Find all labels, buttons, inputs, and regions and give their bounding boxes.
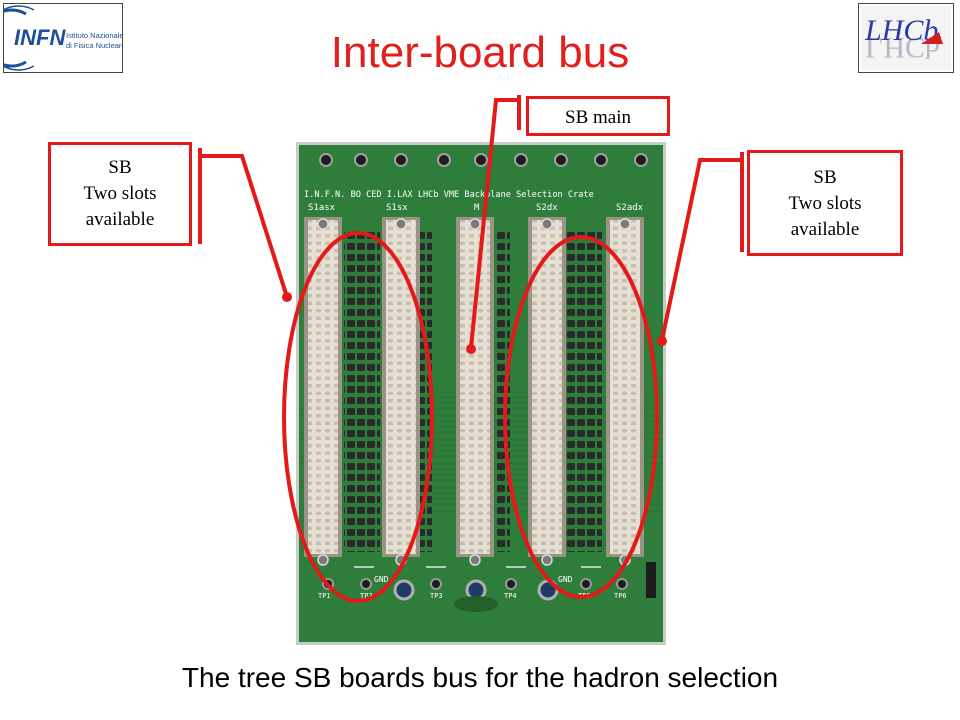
callout-right-sb: SB Two slots available xyxy=(747,150,903,256)
svg-text:LHCb: LHCb xyxy=(865,31,940,64)
tp-label-1: TP1 xyxy=(318,592,331,600)
callout-right-line3: available xyxy=(790,219,860,240)
slot-label-4: S2dx xyxy=(536,203,558,213)
gnd-label-2: GND xyxy=(558,575,573,584)
left-callout-leader xyxy=(200,154,289,298)
callout-left-sb: SB Two slots available xyxy=(48,142,192,246)
tp-label-6: TP6 xyxy=(614,592,627,600)
backplane-board-photo: I.N.F.N. BO CED I.LAX LHCb VME Backplane… xyxy=(296,142,666,645)
slide-caption: The tree SB boards bus for the hadron se… xyxy=(181,662,779,693)
slot-label-2: S1sx xyxy=(386,203,408,213)
tp-label-4: TP4 xyxy=(504,592,517,600)
callout-sb-main: SB main xyxy=(526,96,670,136)
infn-logo: INFN Istituto Nazionale di Fisica Nuclea… xyxy=(0,3,126,73)
slide-title: Inter-board bus xyxy=(330,28,630,77)
infn-logo-text: INFN xyxy=(14,25,66,50)
slot-label-1: S1asx xyxy=(308,203,336,213)
gnd-label-1: GND xyxy=(374,575,389,584)
callout-left-line2: Two slots xyxy=(83,183,157,204)
slot-label-5: S2adx xyxy=(616,203,644,213)
callout-left-line1: SB xyxy=(108,157,132,178)
slot-label-3: M xyxy=(474,203,480,213)
callout-right-line1: SB xyxy=(813,167,837,188)
callout-left-line3: available xyxy=(85,209,155,230)
infn-logo-sub2: di Fisica Nucleare xyxy=(66,41,122,50)
right-callout-leader xyxy=(660,158,742,341)
callout-right-line2: Two slots xyxy=(788,193,862,214)
left-callout-dot xyxy=(282,292,292,302)
callout-main-line1: SB main xyxy=(565,107,631,128)
tp-label-3: TP3 xyxy=(430,592,443,600)
tp-label-5: TP5 xyxy=(578,592,591,600)
board-silkscreen-title: I.N.F.N. BO CED I.LAX LHCb VME Backplane… xyxy=(304,190,594,200)
tp-label-2: TP2 xyxy=(360,592,373,600)
infn-logo-sub1: Istituto Nazionale xyxy=(66,31,122,40)
lhcb-logo: LHCb LHCb xyxy=(858,3,954,73)
